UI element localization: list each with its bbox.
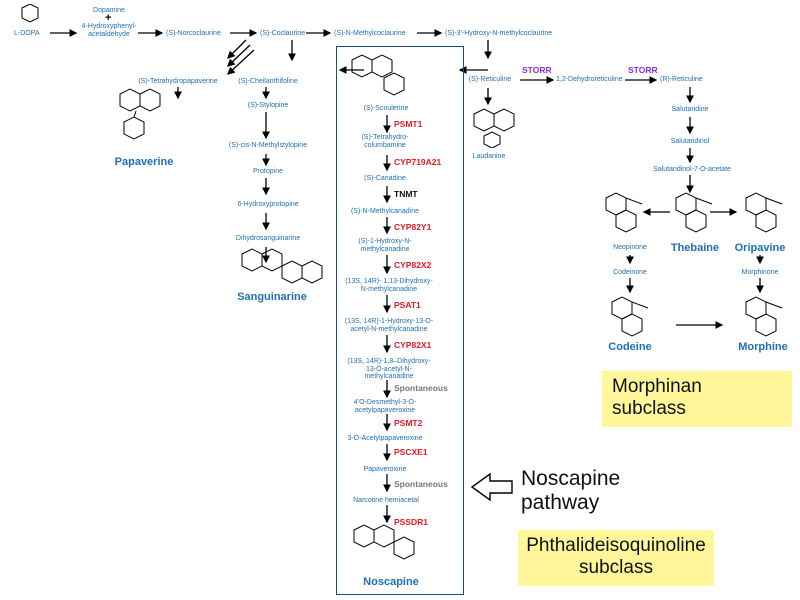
compound-n-methylcoclaurine: (S)-N-Methylcoclaurine xyxy=(334,30,406,37)
molecule-structure-icon xyxy=(119,88,161,140)
compound-1-hydroxy-n-methylcanadine: (S)-1-Hydroxy-N- methylcanadine xyxy=(358,238,411,253)
molecule-structure-icon xyxy=(745,192,783,233)
compound-l-dopa: L-DOPA xyxy=(14,30,40,37)
compound-r-reticuline: (R)-Reticuline xyxy=(660,76,703,83)
compound-dihydroxy-n-methylcanadine: (13S, 14R)- 1,13-Dihydroxy- N-methylcana… xyxy=(345,278,433,293)
molecule-structure-icon xyxy=(21,4,39,23)
enzyme-psmt2: PSMT2 xyxy=(394,418,423,428)
molecule-structure-icon xyxy=(473,108,515,148)
compound-cis-n-methylstylopine: (S)-cis-N-Methylstylopine xyxy=(228,142,308,149)
dihydroxy-acetyl-line-2: 13-O-acetyl-N- xyxy=(366,365,412,373)
compound-s-reticuline: (S)-Reticuline xyxy=(468,76,512,83)
compound-canadine: (S)-Canadine xyxy=(364,175,406,182)
compound-thebaine: Thebaine xyxy=(670,242,720,254)
compound-coclaurine: (S)-Coclaurine xyxy=(260,30,306,37)
molecule-structure-icon xyxy=(675,192,713,233)
tetrahydrocolumbamine-line-1: (S)-Tetrahydro- xyxy=(361,134,409,141)
compound-protopine: Protopine xyxy=(253,168,283,175)
acetyl-line-1: (13S, 14R)-1-Hydroxy-13-O- xyxy=(344,318,434,325)
compound-papaveroxine: Papaveroxine xyxy=(363,466,407,473)
noscapine-pathway-box xyxy=(336,46,464,595)
compound-papaverine: Papaverine xyxy=(114,156,174,168)
compound-salutaridinol: Salutaridinol xyxy=(670,138,710,145)
compound-n-methylcanadine: (S)-N-Methylcanadine xyxy=(350,208,420,215)
spontaneous-label-2: Spontaneous xyxy=(394,479,448,489)
molecule-structure-icon xyxy=(353,524,415,560)
hollow-arrow-left-icon xyxy=(470,472,513,502)
phthalide-subclass-box xyxy=(518,530,714,586)
compound-codeinone: Codeinone xyxy=(613,269,647,276)
noscapine-pathway-line-2: pathway xyxy=(521,491,600,515)
compound-morphinone: Morphinone xyxy=(741,269,779,276)
morphinan-subclass-box xyxy=(602,371,792,427)
molecule-structure-icon xyxy=(241,248,323,284)
compound-3-o-acetylpapaveroxine: 3-O-Acetylpapaveroxine xyxy=(347,435,423,442)
compound-scoulerine: (S)-Scoulerine xyxy=(363,105,409,112)
compound-tetrahydropapaverine: (S)-Tetrahydropapaverine xyxy=(138,78,218,85)
molecule-structure-icon xyxy=(605,192,643,233)
acetyl-line-2: acetyl-N-methylcanadine xyxy=(350,325,428,333)
compound-salutaridinol-7-o-acetate: Salutaridinol-7-O-acetate xyxy=(653,166,731,173)
compound-norcoclaurine: (S)-Norcoclaurine xyxy=(166,30,221,37)
compound-acetyl-n-methylcanadine: (13S, 14R)-1-Hydroxy-13-O- acetyl-N-meth… xyxy=(345,318,433,333)
desmethyl-line-2: acetylpapaveroxine xyxy=(354,406,416,414)
noscapine-pathway-label: Noscapine pathway xyxy=(521,467,620,515)
compound-6-hydroxyprotopine: 6-Hydroxyprotopine xyxy=(237,201,299,208)
tetrahydrocolumbamine-line-2: columbamine xyxy=(364,141,406,149)
compound-hydroxy-n-methylcoclaurine: (S)-3'-Hydroxy-N-methylcoclaurine xyxy=(445,30,553,37)
spontaneous-label-1: Spontaneous xyxy=(394,383,448,393)
enzyme-storr-1: STORR xyxy=(522,65,552,75)
compound-laudanine: Laudanine xyxy=(472,153,506,160)
compound-sanguinarine: Sanguinarine xyxy=(237,291,307,303)
compound-oripavine: Oripavine xyxy=(734,242,786,254)
compound-dihydrosanguinarine: Dihydrosanguinarine xyxy=(235,235,301,242)
noscapine-pathway-line-1: Noscapine xyxy=(521,467,621,490)
dihydroxy-line-2: N-methylcanadine xyxy=(360,285,418,293)
phthalideisoquinoline-subclass-label: Phthalideisoquinoline subclass xyxy=(526,535,706,579)
compound-dopamine: Dopamine xyxy=(93,7,125,14)
compound-dehydroreticuline: 1,2-Dehydroreticuline xyxy=(556,76,623,83)
dihydroxy-acetyl-line-3: methylcanadine xyxy=(364,373,414,381)
compound-neopinone: Neopinone xyxy=(613,244,647,251)
compound-salutaridine: Salutaridine xyxy=(671,106,709,113)
compound-desmethyl-acetylpapaveroxine: 4’O-Desmethyl-3-O- acetylpapaveroxine xyxy=(354,399,417,414)
compound-tetrahydrocolumbamine: (S)-Tetrahydro- columbamine xyxy=(361,134,408,149)
hpaa-line-2: acetaldehyde xyxy=(88,30,130,38)
phthalide-line-2: subclass xyxy=(579,556,653,578)
morphinan-subclass-label: Morphinan subclass xyxy=(612,376,702,420)
molecule-structure-icon xyxy=(351,54,405,96)
enzyme-cyp82x1: CYP82X1 xyxy=(394,340,432,350)
compound-stylopine: (S)-Stylopine xyxy=(247,102,289,109)
morphinan-line-1: Morphinan xyxy=(612,376,702,397)
plus-sign: + xyxy=(105,12,112,24)
desmethyl-line-1: 4’O-Desmethyl-3-O- xyxy=(353,399,417,406)
enzyme-pssdr1: PSSDR1 xyxy=(394,517,429,527)
compound-narcotine-hemiacetal: Narcotine hemiacetal xyxy=(353,497,419,504)
enzyme-storr-2: STORR xyxy=(628,65,658,75)
phthalide-line-1: Phthalideisoquinoline xyxy=(526,535,706,556)
morphinan-line-2: subclass xyxy=(612,397,686,419)
molecule-structure-icon xyxy=(611,296,649,337)
compound-cheilanthifoline: (S)-Cheilanthifoline xyxy=(238,78,298,85)
enzyme-pscxe1: PSCXE1 xyxy=(394,447,428,457)
molecule-structure-icon xyxy=(745,296,783,337)
hpaa-line-1: 4-Hydroxyphenyl- xyxy=(81,23,137,30)
enzyme-tnmt: TNMT xyxy=(394,189,418,199)
enzyme-cyp719a21: CYP719A21 xyxy=(394,157,442,167)
compound-noscapine: Noscapine xyxy=(363,576,419,588)
dihydroxy-acetyl-line-1: (13S, 14R)-1,8–Dihydroxy- xyxy=(347,358,431,365)
enzyme-psmt1: PSMT1 xyxy=(394,119,423,129)
dihydroxy-line-1: (13S, 14R)- 1,13-Dihydroxy- xyxy=(345,278,433,285)
compound-codeine: Codeine xyxy=(608,341,652,353)
hydroxy-methylcanadine-line-2: methylcanadine xyxy=(360,245,410,253)
compound-dihydroxy-acetyl-n-methylcanadine: (13S, 14R)-1,8–Dihydroxy- 13-O-acetyl-N-… xyxy=(347,358,430,381)
enzyme-psat1: PSAT1 xyxy=(394,300,421,310)
compound-morphine: Morphine xyxy=(738,341,788,353)
enzyme-cyp82x2: CYP82X2 xyxy=(394,260,432,270)
compound-hydroxyphenylacetaldehyde: 4-Hydroxyphenyl- acetaldehyde xyxy=(82,23,137,38)
enzyme-cyp82y1: CYP82Y1 xyxy=(394,222,432,232)
hydroxy-methylcanadine-line-1: (S)-1-Hydroxy-N- xyxy=(358,238,412,245)
